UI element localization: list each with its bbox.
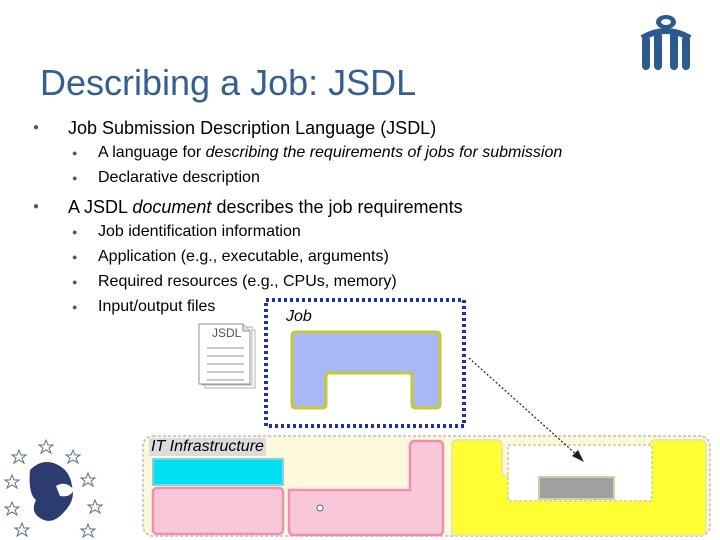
- sub-bullet-resources: Required resources (e.g., CPUs, memory): [68, 272, 397, 292]
- cyan-resource-block: [152, 458, 284, 486]
- bullet-list-2: A JSDL document describes the job requir…: [33, 196, 463, 218]
- eu-stars-emblem: [3, 438, 104, 539]
- sub-bullet-declarative: Declarative description: [68, 168, 562, 188]
- job-to-resource-arrow: [468, 357, 579, 457]
- pink-resource-block-left: [151, 486, 285, 536]
- sub-bullet-text: Application (e.g., executable, arguments…: [98, 248, 389, 265]
- mii-logo: [640, 15, 692, 70]
- jsdl-document-label: JSDL: [212, 326, 242, 340]
- pink-resource-block-right: [287, 439, 445, 537]
- bullet-text: A JSDL: [68, 197, 133, 217]
- sub-bullet-io-files: Input/output files: [68, 297, 397, 317]
- jsdl-document-icon: [198, 323, 256, 389]
- sub-bullet-list-1: A language for describing the requiremen…: [33, 143, 562, 188]
- gray-resource-block: [538, 476, 615, 500]
- pink-block-dot-icon: [316, 504, 324, 512]
- sub-bullet-text: Declarative description: [98, 169, 260, 186]
- job-box: [264, 298, 466, 428]
- sub-bullet-emphasis: describing the requirements of jobs for …: [205, 144, 563, 161]
- infrastructure-label: IT Infrastructure: [149, 438, 266, 456]
- bullet-emphasis: document: [132, 197, 212, 217]
- bullet-text: Job Submission Description Language (JSD…: [68, 118, 437, 138]
- eu-figure-icon: [29, 462, 74, 521]
- sub-bullet-list-2: Job identification information Applicati…: [33, 222, 397, 317]
- sub-bullet-application: Application (e.g., executable, arguments…: [68, 247, 397, 267]
- bullet-jsdl-document: A JSDL document describes the job requir…: [33, 196, 463, 218]
- bullet-jsdl-definition: Job Submission Description Language (JSD…: [33, 117, 436, 139]
- sub-bullet-text: Job identification information: [98, 223, 301, 240]
- sub-bullet-job-identification: Job identification information: [68, 222, 397, 242]
- bullet-list: Job Submission Description Language (JSD…: [33, 117, 436, 139]
- sub-bullet-language: A language for describing the requiremen…: [68, 143, 562, 163]
- arrow-head-icon: [572, 450, 584, 462]
- sub-bullet-text: Required resources (e.g., CPUs, memory): [98, 273, 397, 290]
- sub-bullet-text: Input/output files: [98, 298, 216, 315]
- sub-bullet-text: A language for: [98, 144, 206, 161]
- bullet-text-end: describes the job requirements: [211, 197, 463, 217]
- job-label: Job: [286, 308, 312, 325]
- slide-title: Describing a Job: JSDL: [40, 62, 417, 103]
- job-shape: [290, 330, 442, 410]
